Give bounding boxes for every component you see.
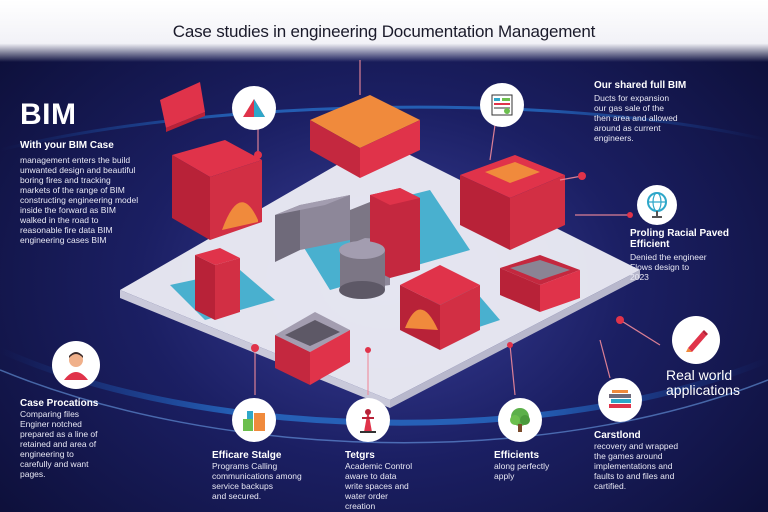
right-mid-heading: Proling Racial Paved Efficient	[630, 228, 729, 250]
bottom-box	[275, 312, 350, 385]
bottom-item: Carstlond recovery and wrapped the games…	[594, 430, 764, 491]
left-pillar	[195, 248, 240, 320]
text-line: Programs Calling	[212, 461, 278, 471]
text-line: constructing engineering model	[20, 195, 139, 205]
text-line: unwanted design and beautiful	[20, 165, 136, 175]
globe-icon	[637, 185, 677, 225]
bottom-item: Efficare Stalge Programs Calling communi…	[212, 450, 342, 501]
text-line: walked in the road to	[20, 215, 99, 225]
text-line: inside the forward as BIM	[20, 205, 116, 215]
tree-icon	[498, 398, 542, 442]
text-line: pages.	[20, 469, 46, 479]
text-line: Comparing files	[20, 409, 80, 419]
text-line: implementations and	[594, 461, 673, 471]
right-top-cube	[460, 155, 565, 250]
text-line: and secured.	[212, 491, 262, 501]
bottom-item-heading: Efficients	[494, 450, 540, 461]
text-line: service backups	[212, 481, 273, 491]
text-line: then area and allowed	[594, 113, 678, 123]
text-line: 2023	[630, 272, 649, 282]
text-line: around as current	[594, 123, 661, 133]
text-line: communications among	[212, 471, 302, 481]
text-line: markets of the range of BIM	[20, 185, 125, 195]
spreadsheet-icon	[480, 83, 524, 127]
center-cube	[400, 265, 480, 350]
text-line: write spaces and	[345, 481, 409, 491]
text-line: recovery and wrapped	[594, 441, 679, 451]
bim-subheading: With your BIM Case	[20, 140, 114, 151]
text-line: Academic Control	[345, 461, 413, 471]
gear-cylinder	[339, 241, 385, 299]
bottom-item-heading: Efficare Stalge	[212, 450, 282, 461]
text-line: our gas sale of the	[594, 103, 664, 113]
text-line: engineering to	[20, 449, 74, 459]
text-line: along perfectly	[494, 461, 550, 471]
title-banner: Case studies in engineering Documentatio…	[0, 0, 768, 62]
books-icon	[598, 378, 642, 422]
bottom-item: Efficients along perfectly apply	[494, 450, 594, 481]
text-line: boring fires and tracking	[20, 175, 111, 185]
top-cube	[310, 95, 420, 178]
bottom-item: Tetgrs Academic Control aware to data wr…	[345, 450, 465, 511]
floating-card	[160, 82, 205, 132]
pen-icon	[672, 316, 720, 364]
bottom-item-heading: Carstlond	[594, 430, 641, 441]
text-line: Flows design to	[630, 262, 690, 272]
building-blocks-icon	[232, 398, 276, 442]
bottom-item-heading: Tetgrs	[345, 450, 375, 461]
text-line: management enters the build	[20, 155, 131, 165]
right-mid-block: Proling Racial Paved Efficient Denied th…	[630, 228, 760, 282]
text-line: engineers.	[594, 133, 634, 143]
person-icon	[52, 341, 100, 389]
text-line: the games around	[594, 451, 663, 461]
text-line: apply	[494, 471, 515, 481]
text-line: prepared as a line of	[20, 429, 98, 439]
triangle-document-icon	[232, 86, 276, 130]
text-line: faults to and files and	[594, 471, 675, 481]
top-right-block: Our shared full BIM Ducts for expansion …	[594, 80, 764, 143]
top-right-heading: Our shared full BIM	[594, 80, 687, 91]
text-line: creation	[345, 501, 376, 511]
text-line: carefully and want	[20, 459, 89, 469]
real-world-heading: Real world applications	[666, 367, 740, 398]
text-line: engineering cases BIM	[20, 235, 107, 245]
bottom-item: Case Procations Comparing files Enginer …	[20, 398, 170, 479]
text-line: Ducts for expansion	[594, 93, 670, 103]
tower-icon	[346, 398, 390, 442]
wave-line	[0, 369, 768, 444]
bottom-item-heading: Case Procations	[20, 398, 99, 409]
right-box	[500, 255, 580, 312]
text-line: Enginer notched	[20, 419, 82, 429]
platform-edge	[390, 270, 640, 408]
text-line: reasonable fire data BIM	[20, 225, 113, 235]
text-line: cartified.	[594, 481, 627, 491]
bim-heading: BIM	[20, 98, 77, 131]
bim-description: management enters the build unwanted des…	[20, 155, 180, 245]
text-line: Denied the engineer	[630, 252, 707, 262]
page-title: Case studies in engineering Documentatio…	[172, 22, 596, 41]
text-line: aware to data	[345, 471, 397, 481]
text-line: retained and area of	[20, 439, 97, 449]
left-cube	[172, 140, 262, 240]
text-line: water order	[345, 491, 388, 501]
